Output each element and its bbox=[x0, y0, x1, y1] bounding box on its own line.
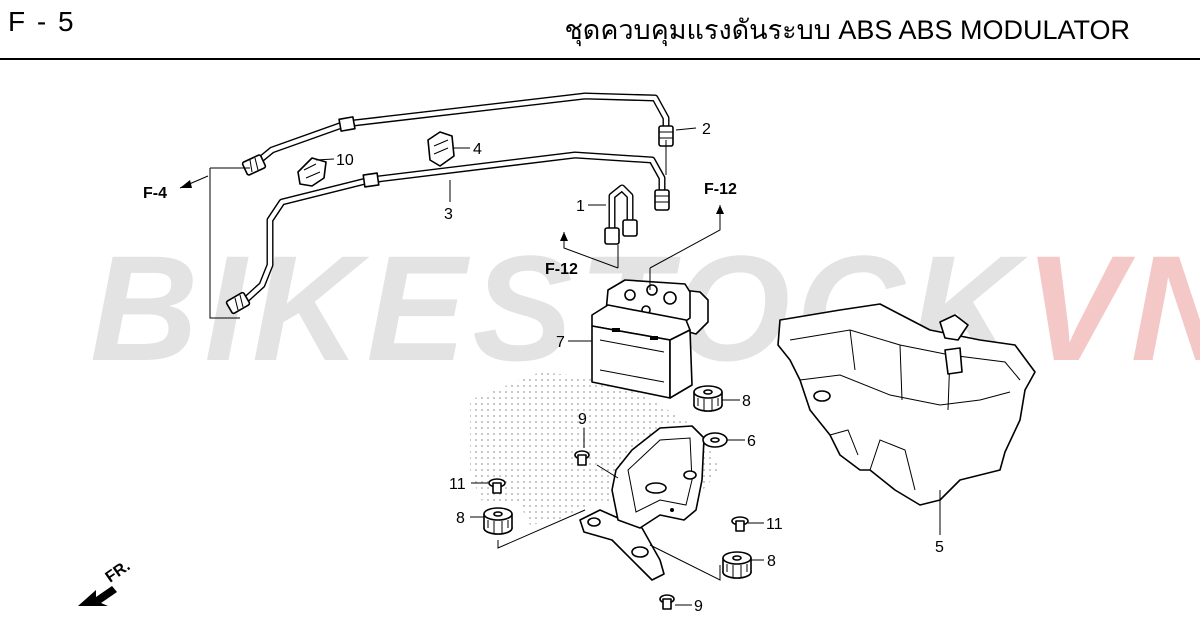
mounting-bracket-6 bbox=[579, 425, 705, 581]
callout-10: 10 bbox=[336, 152, 354, 169]
page-code: F - 5 bbox=[8, 6, 76, 37]
pipe-clip-4 bbox=[427, 131, 455, 167]
bolt-11-left bbox=[488, 478, 506, 494]
callout-1: 1 bbox=[576, 198, 585, 215]
title-divider bbox=[0, 58, 1200, 60]
page-title: ชุดควบคุมแรงดันระบบ ABS ABS MODULATOR bbox=[564, 15, 1130, 45]
battery-tray-5 bbox=[777, 303, 1036, 506]
leader-lines bbox=[179, 127, 941, 606]
rubber-grommet-8-upper bbox=[693, 385, 723, 412]
callout-4: 4 bbox=[473, 141, 482, 158]
pipe-fitting-left-upper bbox=[241, 154, 267, 176]
callout-8-left: 8 bbox=[456, 510, 465, 527]
watermark-part-b: VN bbox=[1024, 224, 1200, 392]
callout-9-upper: 9 bbox=[578, 411, 587, 428]
brake-pipe-3 bbox=[236, 151, 666, 309]
bolt-9-upper bbox=[574, 450, 590, 466]
callout-11-left: 11 bbox=[449, 476, 466, 493]
collar-6 bbox=[702, 432, 728, 448]
ref-f12-upper: F-12 bbox=[704, 181, 737, 198]
bolt-9-lower bbox=[659, 594, 675, 610]
callout-8-right: 8 bbox=[767, 553, 776, 570]
callout-9-lower: 9 bbox=[694, 598, 703, 615]
callout-3: 3 bbox=[444, 206, 453, 223]
front-marker-label: FR. bbox=[103, 558, 134, 587]
callout-5: 5 bbox=[935, 539, 944, 556]
callout-11-right: 11 bbox=[766, 516, 783, 533]
callout-8-upper: 8 bbox=[742, 393, 751, 410]
callout-7: 7 bbox=[556, 334, 565, 351]
rubber-grommet-8-left bbox=[483, 507, 513, 535]
brake-pipe-2 bbox=[246, 92, 670, 172]
ref-f12-left: F-12 bbox=[545, 261, 578, 278]
rubber-grommet-8-right bbox=[722, 551, 752, 579]
abs-modulator-7 bbox=[591, 279, 709, 399]
brake-pipe-1 bbox=[604, 184, 638, 245]
callout-6: 6 bbox=[747, 433, 756, 450]
front-direction-arrow bbox=[78, 586, 117, 606]
callout-2: 2 bbox=[702, 121, 711, 138]
pipe-fitting-right-lower bbox=[654, 189, 670, 211]
bolt-11-right bbox=[731, 516, 749, 532]
pipe-fitting-left-lower bbox=[225, 291, 251, 315]
pipe-clamp-10 bbox=[297, 157, 327, 187]
ref-f4: F-4 bbox=[143, 185, 167, 202]
